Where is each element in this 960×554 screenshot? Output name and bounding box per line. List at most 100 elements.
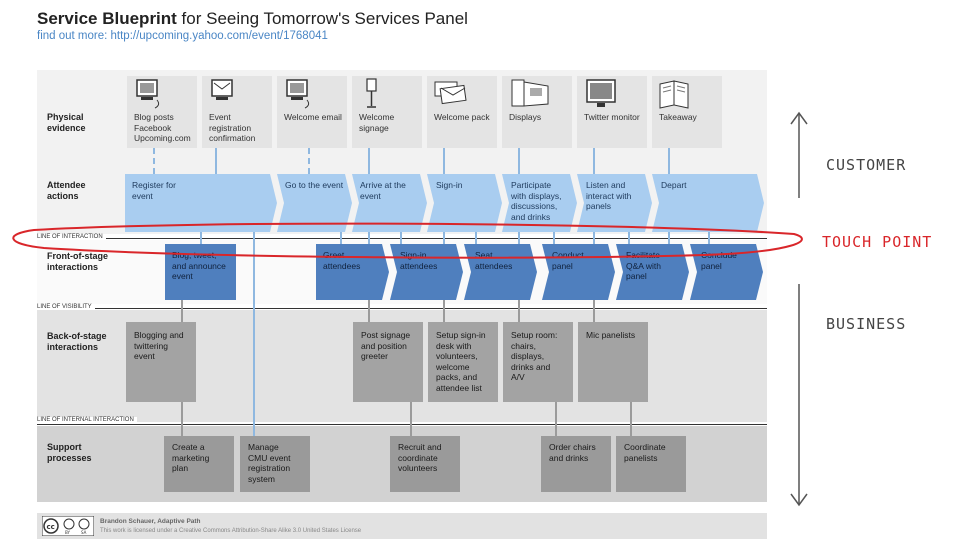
connector [518, 232, 520, 246]
support-card: Manage CMU event registration system [240, 436, 310, 492]
connector [443, 300, 445, 324]
attendee-action-shape [652, 174, 764, 232]
connector [410, 402, 412, 438]
connector [215, 148, 217, 174]
connector [181, 402, 183, 438]
attendee-action-shape [427, 174, 502, 232]
physical-evidence-card: Displays [502, 76, 572, 148]
monitor-icon [586, 79, 616, 107]
support-text: Create a marketing plan [172, 442, 210, 473]
connector [340, 232, 342, 246]
attendee-actions-band [125, 174, 764, 232]
support-card: Order chairs and drinks [541, 436, 611, 492]
back-stage-card: Setup sign-in desk with volunteers, welc… [428, 322, 498, 402]
physical-evidence-card: Takeaway [652, 76, 722, 148]
customer-annotation: CUSTOMER [826, 156, 907, 174]
title-rest: for Seeing Tomorrow's Services Panel [176, 9, 468, 28]
connector [628, 232, 630, 246]
physical-evidence-card: Welcome signage [352, 76, 422, 148]
attendee-action-text: Listen and interact with panels [586, 180, 632, 211]
attendee-action-shape [125, 174, 277, 232]
physical-evidence-card: Event registration confirmation [202, 76, 272, 148]
connector [368, 232, 370, 246]
touch-point-ellipse [12, 222, 803, 259]
physical-evidence-text: Displays [509, 112, 542, 122]
line-of-internal-interaction [37, 424, 767, 425]
back-stage-card: Blogging and twittering event [126, 322, 196, 402]
support-text: Recruit and coordinate volunteers [398, 442, 442, 473]
displays-icon [511, 79, 549, 107]
line-of-internal-interaction-label: LINE OF INTERNAL INTERACTION [37, 417, 137, 423]
physical-evidence-card: Welcome email [277, 76, 347, 148]
support-card: Recruit and coordinate volunteers [390, 436, 460, 492]
connector [630, 402, 632, 438]
computer-icon [136, 79, 160, 109]
cc-sa-label: SA [81, 530, 87, 535]
physical-evidence-card: Twitter monitor [577, 76, 647, 148]
connector [475, 232, 477, 246]
connector [368, 300, 370, 324]
connector [181, 300, 183, 324]
front-stage-shape [165, 244, 236, 300]
connector [518, 300, 520, 324]
back-stage-card: Post signage and position greeter [353, 322, 423, 402]
front-stage-shape [616, 244, 689, 300]
touch-point-annotation: TOUCH POINT [822, 233, 933, 251]
physical-evidence-text: Welcome pack [434, 112, 490, 122]
connector [553, 232, 555, 246]
physical-evidence-text: Blog posts Facebook Upcoming.com [134, 112, 191, 143]
attendee-action-shape [277, 174, 352, 232]
attendee-action-text: Arrive at the event [360, 180, 406, 201]
support-card: Create a marketing plan [164, 436, 234, 492]
front-stage-text: Seat attendees [475, 250, 513, 271]
front-stage-text: Sign-in attendees [400, 250, 438, 271]
svg-text:cc: cc [47, 523, 55, 531]
footer-author: Brandon Schauer, Adaptive Path [100, 518, 201, 525]
back-stage-card: Setup room: chairs, displays, drinks and… [503, 322, 573, 402]
row-label-attendee: Attendee actions [47, 180, 86, 201]
computer-icon [286, 79, 310, 109]
support-text: Manage CMU event registration system [248, 442, 291, 484]
connector [593, 232, 595, 246]
back-stage-text: Setup sign-in desk with volunteers, welc… [436, 330, 486, 393]
physical-evidence-card: Blog posts Facebook Upcoming.com [127, 76, 197, 148]
physical-evidence-text: Event registration confirmation [209, 112, 256, 143]
connector [200, 232, 202, 246]
connector [308, 148, 310, 174]
row-label-back: Back-of-stage interactions [47, 331, 107, 352]
connector [668, 148, 670, 174]
subtitle-link[interactable]: find out more: http://upcoming.yahoo.com… [37, 30, 328, 42]
connector [593, 148, 595, 174]
attendee-action-text: Depart [661, 180, 687, 190]
back-stage-text: Mic panelists [586, 330, 636, 340]
line-of-visibility-label: LINE OF VISIBILITY [37, 304, 95, 310]
connector [153, 148, 155, 174]
connector [593, 300, 595, 324]
front-stage-shape [690, 244, 763, 300]
physical-evidence-text: Welcome signage [359, 112, 395, 133]
signage-icon [366, 78, 377, 108]
attendee-action-shape [577, 174, 652, 232]
back-stage-text: Setup room: chairs, displays, drinks and… [511, 330, 558, 382]
arrow-up-icon [790, 111, 808, 198]
connector [518, 148, 520, 174]
row-label-support: Support processes [47, 442, 92, 463]
cc-by-label: BY [65, 530, 71, 535]
line-of-interaction [37, 238, 767, 239]
attendee-action-text: Register for event [132, 180, 176, 201]
line-of-visibility [37, 308, 767, 309]
row-label-front: Front-of-stage interactions [47, 251, 108, 272]
page-title: Service Blueprint for Seeing Tomorrow's … [37, 9, 468, 29]
connector [555, 402, 557, 438]
attendee-action-text: Go to the event [285, 180, 344, 190]
connector [708, 232, 710, 246]
creative-commons-badge-icon: cc BY SA [42, 516, 94, 536]
physical-evidence-text: Takeaway [659, 112, 697, 122]
email-icon [211, 79, 233, 100]
footer-license: This work is licensed under a Creative C… [100, 528, 362, 534]
arrow-down-icon [790, 284, 808, 507]
attendee-action-text: Participate with displays, discussions, … [511, 180, 562, 222]
back-stage-card: Mic panelists [578, 322, 648, 402]
physical-evidence-text: Twitter monitor [584, 112, 640, 122]
back-stage-text: Blogging and twittering event [134, 330, 184, 361]
